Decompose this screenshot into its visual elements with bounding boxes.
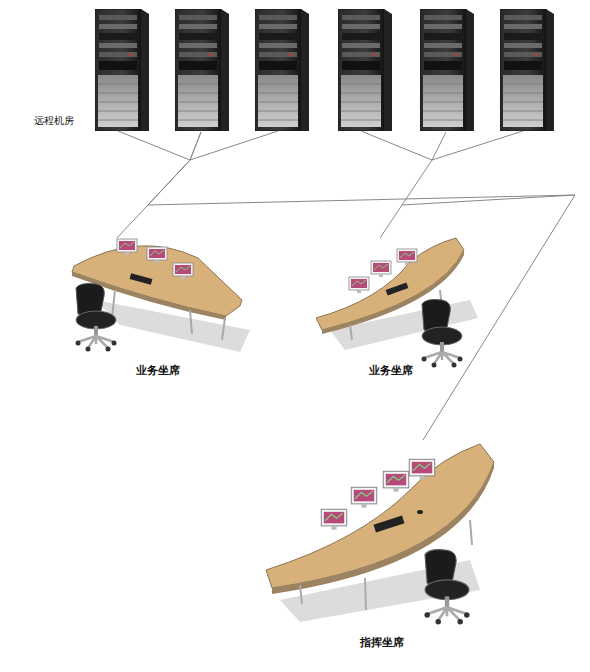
node-label: 业务坐席 [312,363,470,378]
office-chair [422,300,463,368]
monitor [383,471,408,491]
server-room: 远程机房 [30,8,555,132]
node-label: 指挥坐席 [262,635,502,650]
server-rack [175,9,229,131]
monitor [321,509,346,529]
monitor [147,247,167,263]
monitor [173,263,193,279]
desk-edge [272,462,494,594]
office-chair [424,550,469,625]
monitor [351,487,376,507]
node-label: 远程机房 [34,114,74,128]
wire [361,131,432,160]
server-rack [95,9,149,131]
server-rack [255,9,309,131]
node-label: 业务坐席 [68,363,248,378]
server-rack [500,9,554,131]
rack-wires [118,131,575,205]
keyboard [386,282,409,295]
mouse [417,510,423,514]
wire [190,131,278,160]
monitor [349,277,369,293]
network-link [117,132,201,238]
network-link [380,132,446,238]
desk-left [72,239,250,352]
office-chair [76,284,117,352]
wire [118,131,190,160]
network-link [148,132,575,440]
server-rack [338,9,392,131]
server-rack [420,9,474,131]
desk-command [266,444,494,624]
monitor [409,459,434,479]
keyboard [130,273,153,284]
wire [402,195,575,205]
command-seat: 指挥坐席 [262,440,502,652]
business-seat: 业务坐席 [312,238,470,380]
monitor [371,261,391,277]
desk-right [316,238,478,368]
monitor [397,249,417,265]
monitor [117,239,137,255]
wire [432,131,523,160]
keyboard [373,516,404,533]
desk-legs [112,290,225,340]
business-seat: 业务坐席 [68,238,248,380]
